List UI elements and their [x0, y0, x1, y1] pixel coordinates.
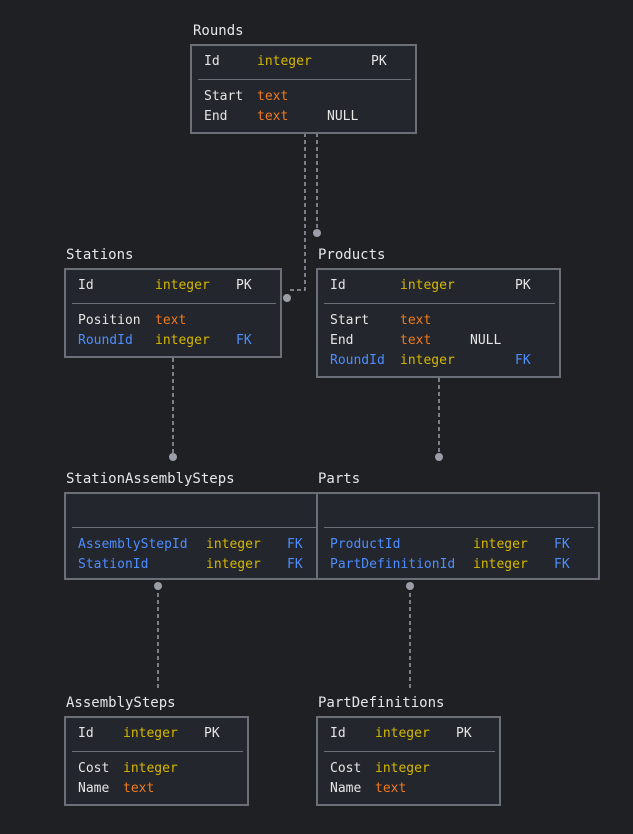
column-name: Cost	[78, 761, 110, 776]
header-separator	[198, 79, 411, 80]
column-name: Id	[204, 54, 220, 69]
column-key: FK	[554, 537, 570, 552]
column-key: PK	[204, 726, 220, 741]
column-name: Id	[330, 278, 346, 293]
column-key: FK	[236, 333, 252, 348]
table-title-partdefinitions: PartDefinitions	[318, 695, 445, 711]
column-type: integer	[400, 353, 455, 368]
header-separator	[324, 527, 594, 528]
table-parts[interactable]: ProductId integer FK PartDefinitionId in…	[316, 492, 600, 580]
connector-dot	[169, 453, 177, 461]
column-name: StationId	[78, 557, 149, 572]
column-name: Id	[78, 726, 94, 741]
column-name: Name	[78, 781, 110, 796]
column-type: integer	[400, 278, 455, 293]
connector-dot	[435, 453, 443, 461]
column-key: PK	[515, 278, 531, 293]
column-nullable: NULL	[470, 333, 502, 348]
column-type: integer	[155, 278, 210, 293]
table-title-parts: Parts	[318, 471, 361, 487]
table-title-assemblysteps: AssemblySteps	[66, 695, 176, 711]
column-name: Start	[330, 313, 370, 328]
table-stations[interactable]: Id integer PK Position text RoundId inte…	[64, 268, 282, 358]
column-type: integer	[155, 333, 210, 348]
column-name: End	[204, 109, 228, 124]
column-type: integer	[206, 537, 261, 552]
header-separator	[324, 751, 495, 752]
header-separator	[72, 303, 276, 304]
column-key: PK	[236, 278, 252, 293]
header-separator	[72, 527, 319, 528]
table-title-products: Products	[318, 247, 386, 263]
column-name: RoundId	[78, 333, 133, 348]
table-stationassemblysteps[interactable]: AssemblyStepId integer FK StationId inte…	[64, 492, 319, 580]
column-type: text	[257, 109, 289, 124]
table-partdefinitions[interactable]: Id integer PK Cost integer Name text	[316, 716, 501, 806]
table-products[interactable]: Id integer PK Start text End text NULL R…	[316, 268, 561, 378]
column-type: integer	[206, 557, 261, 572]
column-key: FK	[554, 557, 570, 572]
connector-dot	[313, 229, 321, 237]
column-name: PartDefinitionId	[330, 557, 456, 572]
column-name: AssemblyStepId	[78, 537, 188, 552]
column-key: PK	[371, 54, 387, 69]
link-rounds-stations	[287, 133, 306, 291]
column-type: integer	[257, 54, 312, 69]
table-title-rounds: Rounds	[193, 23, 244, 39]
column-type: integer	[473, 557, 528, 572]
column-type: integer	[375, 726, 430, 741]
column-type: text	[155, 313, 187, 328]
column-nullable: NULL	[327, 109, 359, 124]
table-title-stationassemblysteps: StationAssemblySteps	[66, 471, 235, 487]
column-type: integer	[473, 537, 528, 552]
column-name: Id	[78, 278, 94, 293]
column-type: text	[400, 313, 432, 328]
header-separator	[72, 751, 243, 752]
connector-dot	[283, 294, 291, 302]
connector-dot	[154, 582, 162, 590]
column-key: FK	[287, 557, 303, 572]
column-type: integer	[375, 761, 430, 776]
column-name: Name	[330, 781, 362, 796]
column-name: ProductId	[330, 537, 401, 552]
column-name: Cost	[330, 761, 362, 776]
column-type: text	[375, 781, 407, 796]
table-title-stations: Stations	[66, 247, 134, 263]
column-name: Position	[78, 313, 141, 328]
column-name: End	[330, 333, 354, 348]
column-type: text	[257, 89, 289, 104]
column-name: Id	[330, 726, 346, 741]
column-type: text	[400, 333, 432, 348]
column-key: FK	[515, 353, 531, 368]
column-type: integer	[123, 726, 178, 741]
column-key: FK	[287, 537, 303, 552]
connector-dot	[406, 582, 414, 590]
column-type: text	[123, 781, 155, 796]
table-rounds[interactable]: Id integer PK Start text End text NULL	[190, 44, 417, 134]
column-name: Start	[204, 89, 244, 104]
table-assemblysteps[interactable]: Id integer PK Cost integer Name text	[64, 716, 249, 806]
column-key: PK	[456, 726, 472, 741]
column-name: RoundId	[330, 353, 385, 368]
column-type: integer	[123, 761, 178, 776]
header-separator	[324, 303, 555, 304]
